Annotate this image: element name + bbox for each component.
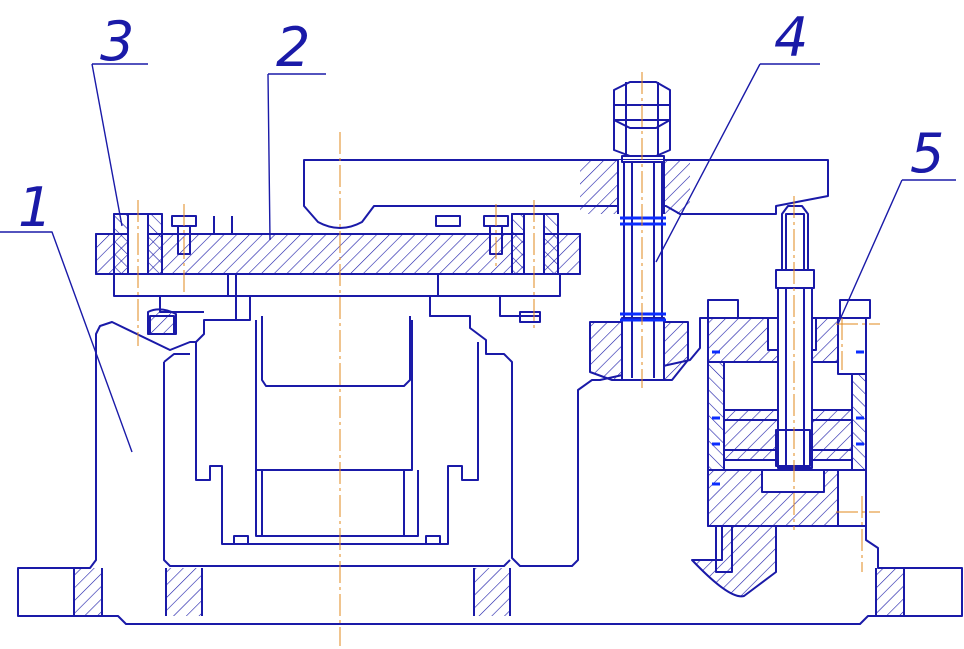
- leader-1: [0, 231, 133, 453]
- centerlines: [137, 72, 880, 646]
- callout-labels: 1 2 3 4 5: [18, 6, 944, 239]
- cylinder-piston-rod: [775, 205, 815, 469]
- cylinder-mount: [691, 525, 777, 598]
- stud-seals: [620, 216, 666, 322]
- cylinder-seals: [712, 350, 864, 486]
- callout-1: 1: [18, 176, 52, 239]
- callout-3: 3: [100, 10, 134, 73]
- clamping-plate: [95, 233, 581, 323]
- callout-2: 2: [276, 16, 310, 79]
- base-body: [17, 295, 963, 625]
- leader-5: [837, 179, 956, 325]
- central-cavity: [195, 316, 479, 545]
- bushing-right: [511, 213, 559, 275]
- clamp-lever: [303, 159, 829, 229]
- stud-bolt: [589, 81, 689, 381]
- leader-4: [655, 63, 820, 263]
- callout-4: 4: [774, 6, 808, 69]
- callout-5: 5: [910, 122, 944, 185]
- leader-lines: [0, 63, 956, 453]
- leader-3: [91, 63, 148, 227]
- leader-2: [267, 73, 326, 241]
